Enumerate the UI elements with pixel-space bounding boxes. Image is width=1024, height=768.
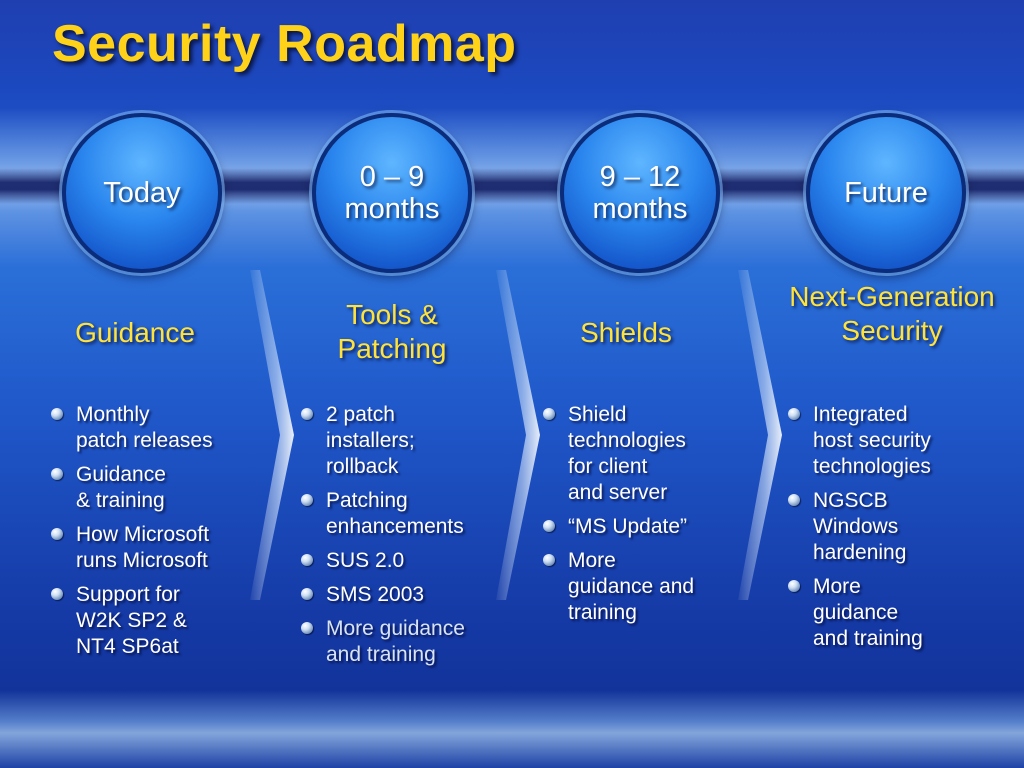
bullet-icon: [51, 408, 63, 420]
list-item: How Microsoft runs Microsoft: [48, 522, 258, 574]
heading-shields: Shields: [580, 317, 672, 348]
list-item: More guidance and training: [540, 548, 740, 626]
list-item: SUS 2.0: [298, 548, 513, 574]
bullet-icon: [301, 494, 313, 506]
list-item: Monthly patch releases: [48, 402, 258, 454]
chevron-right-icon: [738, 270, 782, 600]
bullet-icon: [543, 520, 555, 532]
phase-circle-9-12-months: 9 – 12 months: [560, 113, 720, 273]
list-item: Support for W2K SP2 & NT4 SP6at: [48, 582, 258, 660]
bullet-icon: [788, 494, 800, 506]
bullet-icon: [301, 622, 313, 634]
list-item: SMS 2003: [298, 582, 513, 608]
heading-next-generation-security: Next-Generation Security: [789, 281, 995, 346]
list-item: NGSCB Windows hardening: [785, 488, 995, 566]
phase-circle-future: Future: [806, 113, 966, 273]
list-item: “MS Update”: [540, 514, 740, 540]
list-item: Patching enhancements: [298, 488, 513, 540]
chevron-right-icon: [496, 270, 540, 600]
bullet-list-0-9-months: 2 patch installers; rollback Patching en…: [298, 402, 513, 676]
bullet-icon: [788, 408, 800, 420]
bullet-list-future: Integrated host security technologies NG…: [785, 402, 995, 660]
slide-title: Security Roadmap: [52, 15, 517, 73]
bullet-list-today: Monthly patch releases Guidance & traini…: [48, 402, 258, 668]
list-item: 2 patch installers; rollback: [298, 402, 513, 480]
list-item: Shield technologies for client and serve…: [540, 402, 740, 506]
phase-circle-today: Today: [62, 113, 222, 273]
bullet-icon: [301, 588, 313, 600]
list-item: Guidance & training: [48, 462, 258, 514]
list-item: More guidance and training: [785, 574, 995, 652]
list-item: More guidance and training: [298, 616, 513, 668]
heading-tools-patching: Tools & Patching: [337, 299, 447, 364]
bullet-icon: [543, 554, 555, 566]
phase-circle-0-9-months: 0 – 9 months: [312, 113, 472, 273]
bullet-icon: [301, 408, 313, 420]
bullet-icon: [51, 588, 63, 600]
background-band-bottom: [0, 690, 1024, 768]
bullet-list-9-12-months: Shield technologies for client and serve…: [540, 402, 740, 634]
bullet-icon: [788, 580, 800, 592]
heading-guidance: Guidance: [75, 317, 195, 348]
bullet-icon: [51, 528, 63, 540]
list-item: Integrated host security technologies: [785, 402, 995, 480]
bullet-icon: [543, 408, 555, 420]
bullet-icon: [51, 468, 63, 480]
bullet-icon: [301, 554, 313, 566]
chevron-right-icon: [250, 270, 294, 600]
